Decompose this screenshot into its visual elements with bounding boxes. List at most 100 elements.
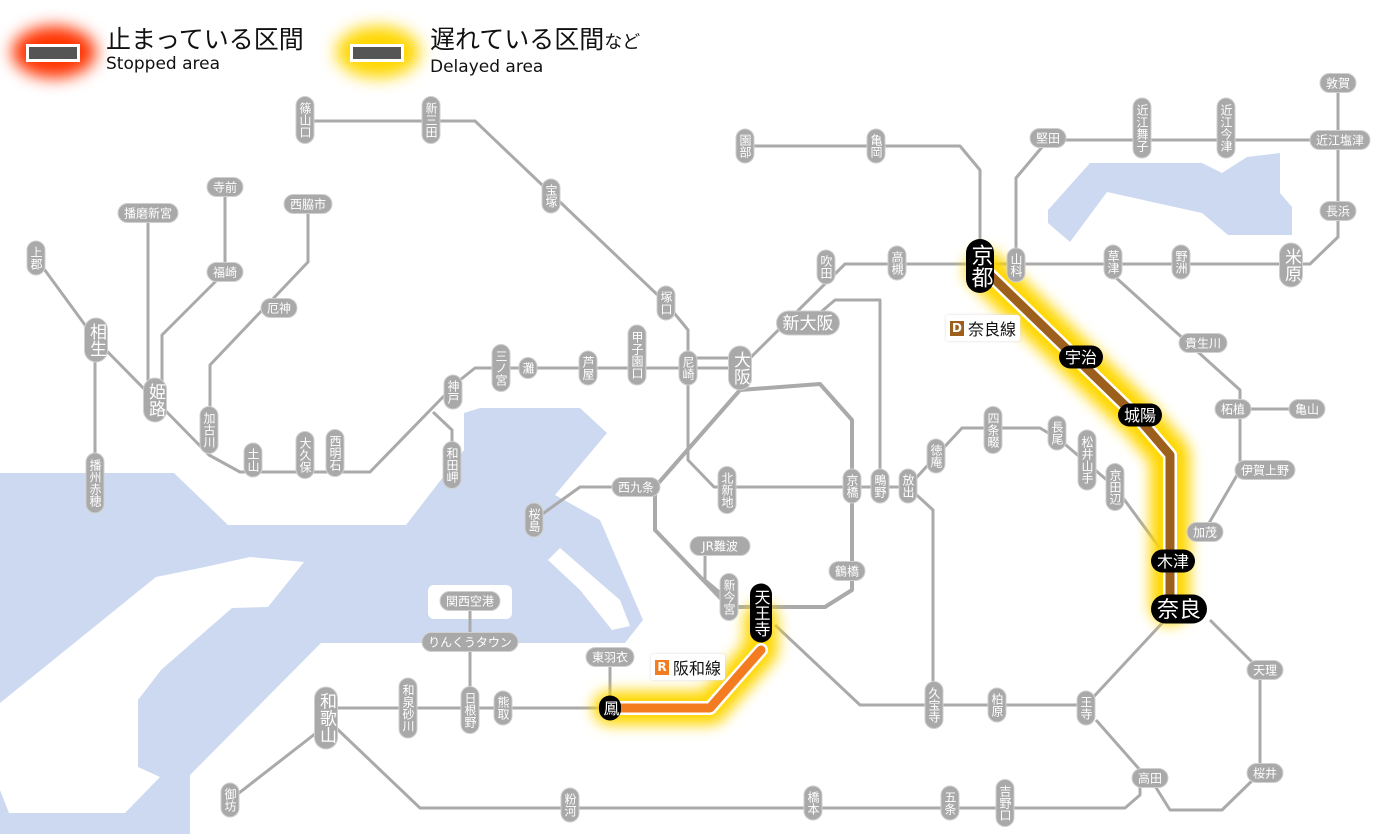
station-yakujin[interactable]: 厄神 [260,298,298,318]
station-omi-maiko[interactable]: 近江舞子 [1132,97,1152,159]
station-marker [1151,594,1207,624]
station-marker [585,647,635,667]
station-otori[interactable]: 鳳 [599,695,621,721]
station-name: 甲子園口 [630,331,644,379]
station-nada[interactable]: 灘 [518,357,538,379]
station-teramae[interactable]: 寺前 [206,177,244,197]
station-tsuruga[interactable]: 敦賀 [1319,73,1357,93]
station-name: 鳳 [601,700,620,716]
station-kameyama[interactable]: 亀山 [1288,399,1326,419]
station-name: 天王寺 [752,589,771,637]
station-marker [1006,247,1026,283]
station-kobe[interactable]: 神戸 [443,374,463,410]
station-harima-shingu[interactable]: 播磨新宮 [117,203,179,223]
station-osaka[interactable]: 大阪 [728,345,752,391]
station-hanaten[interactable]: 放出 [898,468,918,504]
station-kashiwara[interactable]: 柏原 [987,687,1007,723]
track-kyoto [738,83,1340,370]
station-nishiwakishi[interactable]: 西脇市 [283,194,333,214]
station-kokawa[interactable]: 粉河 [560,787,580,823]
station-shigino[interactable]: 鴫野 [870,468,890,504]
station-kizu[interactable]: 木津 [1151,549,1195,573]
station-kamo[interactable]: 加茂 [1186,522,1224,542]
station-maibara[interactable]: 米原 [1279,242,1303,288]
station-kibukawa[interactable]: 貴生川 [1178,333,1228,353]
station-tsuchiyama[interactable]: 土山 [243,442,263,478]
station-kitashinchi[interactable]: 北新地 [717,466,737,514]
station-joyo[interactable]: 城陽 [1118,403,1162,427]
station-kakogawa[interactable]: 加古川 [199,406,219,454]
station-sannomiya[interactable]: 三ノ宮 [491,344,511,392]
station-uji[interactable]: 宇治 [1059,345,1103,369]
station-tokuan[interactable]: 徳庵 [926,438,946,474]
station-shin-osaka[interactable]: 新大阪 [776,310,840,336]
station-gojo[interactable]: 五条 [940,785,960,821]
station-tsuruhashi[interactable]: 鶴橋 [828,561,866,581]
station-tsuge[interactable]: 柘植 [1214,399,1252,419]
station-takatsuki[interactable]: 高槻 [887,245,907,281]
station-suita[interactable]: 吹田 [816,249,836,285]
station-nagao[interactable]: 長尾 [1047,415,1067,451]
station-kameoka[interactable]: 亀岡 [866,128,886,164]
station-yamashina[interactable]: 山科 [1006,247,1026,283]
station-sakurajima[interactable]: 桜島 [524,502,544,538]
legend-stopped: 止まっている区間 Stopped area [6,22,304,82]
station-shin-imamiya[interactable]: 新今宮 [719,573,739,621]
station-nara[interactable]: 奈良 [1151,594,1207,624]
station-name: 久宝寺 [927,687,941,723]
station-kyotanabe[interactable]: 京田辺 [1105,463,1125,511]
station-name: 和歌山 [316,692,337,743]
station-tsukaguchi[interactable]: 塚口 [656,285,676,321]
station-hashimoto[interactable]: 橋本 [803,785,823,821]
station-name: 長浜 [1326,204,1350,218]
station-banshu-ako[interactable]: 播州赤穂 [85,452,105,514]
station-name: 芦屋 [581,356,595,381]
line-label-nara[interactable]: D 奈良線 [946,315,1021,341]
station-shijonawate[interactable]: 四条畷 [983,406,1003,454]
station-tennoji[interactable]: 天王寺 [750,583,772,643]
station-kumatori[interactable]: 熊取 [493,690,513,726]
station-amagasaki[interactable]: 尼崎 [678,350,698,386]
station-nishikujo[interactable]: 西九条 [611,477,661,497]
station-higashi-hagoromo[interactable]: 東羽衣 [585,647,635,667]
station-ashiya[interactable]: 芦屋 [578,350,598,386]
line-label-hanwa[interactable]: R 阪和線 [651,654,726,680]
station-takarazuka[interactable]: 宝塚 [541,178,561,214]
station-oji[interactable]: 王寺 [1076,690,1096,726]
station-shin-sanda[interactable]: 新三田 [421,96,441,144]
station-fukusaki[interactable]: 福崎 [206,262,244,282]
legend-delayed: 遅れている区間など Delayed area [330,22,640,82]
station-yoshinoguchi[interactable]: 吉野口 [995,779,1015,827]
station-kusatsu[interactable]: 草津 [1103,244,1123,280]
station-kyoto[interactable]: 京都 [966,239,994,293]
station-rinku-town[interactable]: りんくうタウン [421,632,519,652]
station-koshienguchi[interactable]: 甲子園口 [627,324,647,386]
station-sasayamaguchi[interactable]: 篠山口 [295,96,315,144]
station-wadamisaki[interactable]: 和田岬 [442,441,462,489]
station-kamigori[interactable]: 上郡 [26,240,46,276]
station-takada[interactable]: 高田 [1131,768,1169,788]
station-gobo[interactable]: 御坊 [220,782,240,818]
station-omi-imazu[interactable]: 近江今津 [1216,97,1236,159]
station-kyuhoji[interactable]: 久宝寺 [924,681,944,729]
station-nagahama[interactable]: 長浜 [1319,201,1357,221]
station-yasu[interactable]: 野洲 [1171,244,1191,280]
station-himeji[interactable]: 姫路 [143,377,167,423]
station-omi-shiotsu[interactable]: 近江塩津 [1309,130,1371,150]
station-kansai-airport[interactable]: 関西空港 [439,591,501,611]
station-jr-namba[interactable]: JR難波 [689,536,751,556]
station-sonobe[interactable]: 園部 [735,128,755,164]
station-okubo[interactable]: 大久保 [295,431,315,479]
station-marker [325,429,345,477]
station-sakurai[interactable]: 桜井 [1246,763,1284,783]
station-katata[interactable]: 堅田 [1029,128,1067,148]
station-matsuiyamate[interactable]: 松井山手 [1077,429,1097,491]
station-kyobashi[interactable]: 京橋 [842,468,862,504]
station-nishi-akashi[interactable]: 西明石 [325,429,345,477]
station-wakayama[interactable]: 和歌山 [314,686,338,750]
station-iga-ueno[interactable]: 伊賀上野 [1234,460,1296,480]
station-izumi-sunagawa[interactable]: 和泉砂川 [398,677,418,739]
station-tenri[interactable]: 天理 [1246,660,1284,680]
station-aioi[interactable]: 相生 [84,317,108,363]
station-hineno[interactable]: 日根野 [460,686,480,734]
